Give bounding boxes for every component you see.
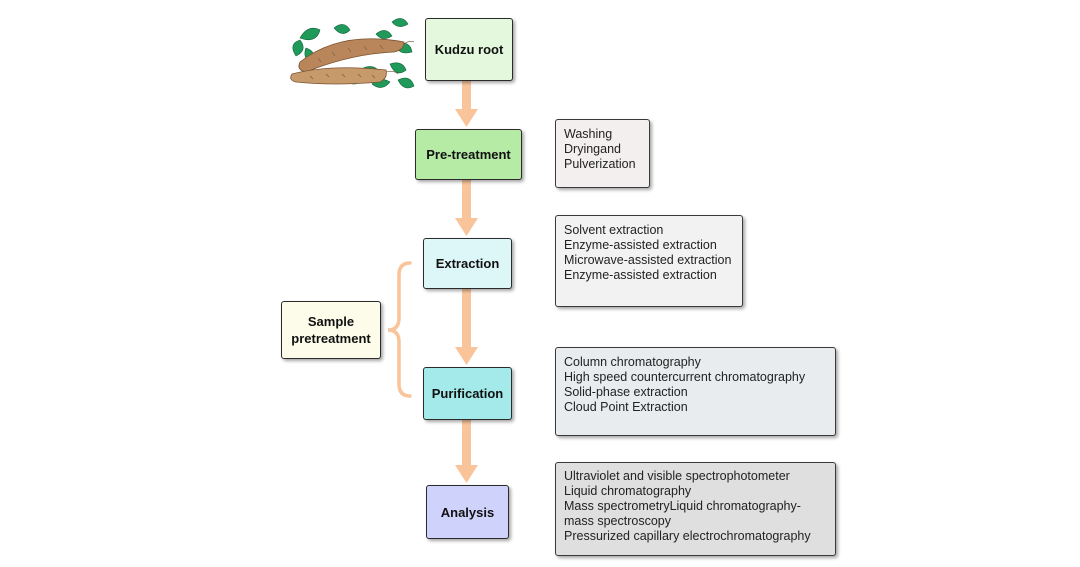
detail-line: Column chromatography (564, 355, 701, 369)
detail-line: Enzyme-assisted extraction (564, 238, 717, 252)
detail-line: Ultraviolet and visible spectrophotomete… (564, 469, 790, 483)
arrow-pretreatment-to-extraction (455, 180, 478, 236)
sample-pretreatment-box: Sample pretreatment (281, 301, 381, 359)
detail-line: Liquid chromatography (564, 484, 692, 498)
detail-line: mass spectroscopy (564, 514, 671, 528)
detail-line: Pulverization (564, 157, 636, 171)
arrow-kudzu-to-pretreatment (455, 81, 478, 127)
detail-line: Enzyme-assisted extraction (564, 268, 717, 282)
arrow-extraction-to-purification (455, 289, 478, 365)
step-extraction: Extraction (423, 238, 512, 289)
pretreatment-bracket (387, 261, 412, 398)
step-pre-treatment: Pre-treatment (415, 129, 522, 180)
detail-line: Cloud Point Extraction (564, 400, 688, 414)
analysis-details-box: Ultraviolet and visible spectrophotomete… (555, 462, 836, 556)
detail-line: High speed countercurrent chromatography (564, 370, 806, 384)
detail-line: Dryingand (564, 142, 621, 156)
step-purification: Purification (423, 367, 512, 420)
pretreatment-details-box: Washing Dryingand Pulverization (555, 119, 650, 188)
sample-pretreatment-line1: Sample (307, 314, 355, 329)
step-kudzu-root: Kudzu root (425, 18, 513, 81)
detail-line: Washing (564, 127, 613, 141)
extraction-details-box: Solvent extraction Enzyme-assisted extra… (555, 215, 743, 307)
detail-line: Solid-phase extraction (564, 385, 688, 399)
arrow-purification-to-analysis (455, 420, 478, 483)
purification-details-box: Column chromatography High speed counter… (555, 347, 836, 436)
detail-line: Solvent extraction (564, 223, 664, 237)
detail-line: Microwave-assisted extraction (564, 253, 732, 267)
detail-line: Pressurized capillary electrochromatogra… (564, 529, 811, 543)
sample-pretreatment-line2: pretreatment (291, 331, 371, 346)
detail-line: Mass spectrometryLiquid chromatography- (564, 499, 801, 513)
step-analysis: Analysis (426, 485, 509, 539)
kudzu-root-icon (290, 18, 415, 89)
